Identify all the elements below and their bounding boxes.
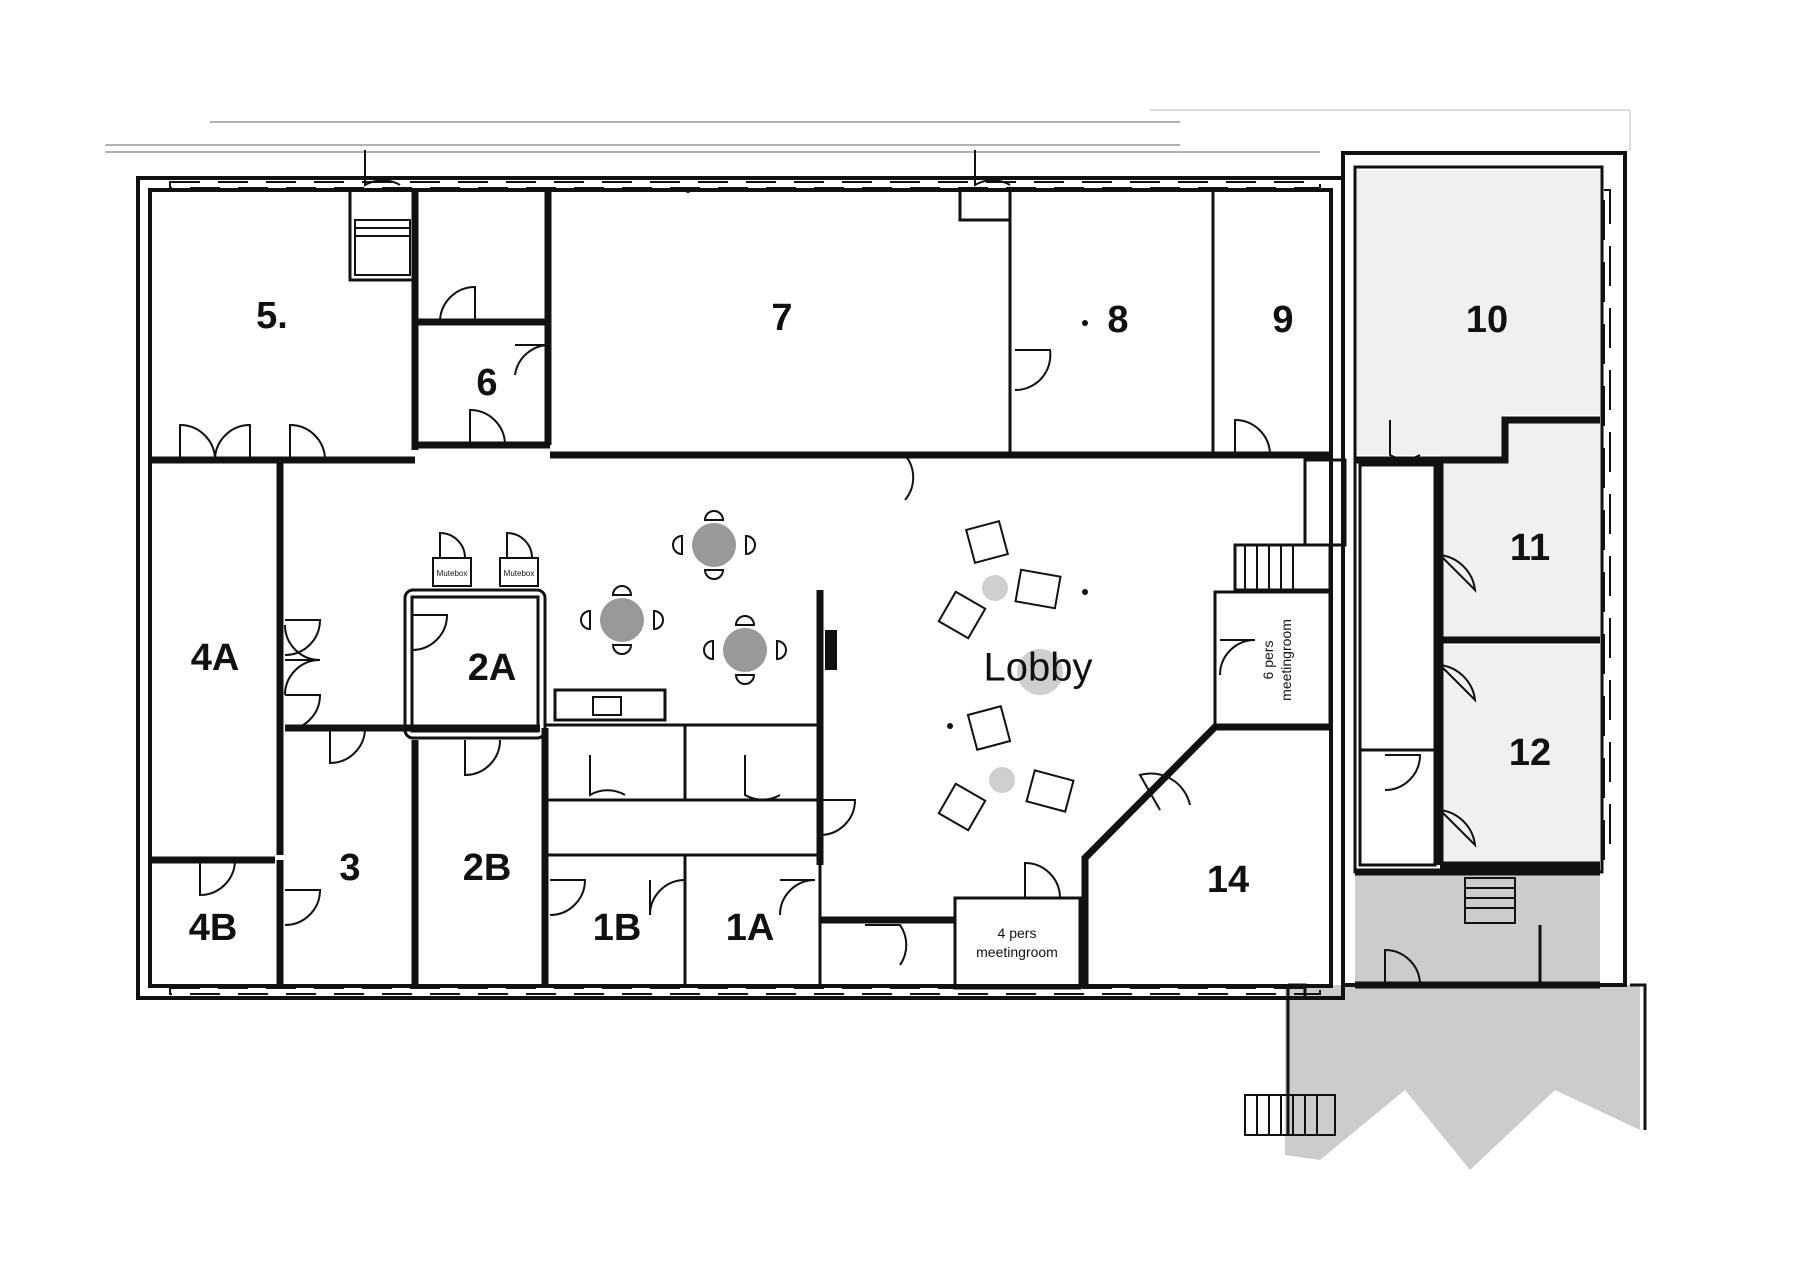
cafe-table-2 [600,598,644,642]
mutebox-2: Mutebox [499,531,539,587]
room-14-label: 14 [1207,859,1249,901]
room-1b-label: 1B [593,907,642,949]
window-row-bottom [169,987,1321,995]
room-11-fill [1440,420,1600,640]
lobby-lounge [685,187,1088,832]
six-pers-line2: meetingroom [1278,619,1294,701]
doors [179,150,1477,986]
room-2b-label: 2B [463,847,512,889]
room-10-fill [1355,170,1600,455]
mutebox-1: Mutebox [432,531,472,587]
lobby-label: Lobby [984,646,1093,690]
window-row-top [169,181,1321,189]
room-labels: 5. 6 7 8 9 10 11 12 4A 2A 4B 3 2B 1B 1A … [189,295,1551,949]
room-5-label: 5. [256,295,288,337]
room-7-label: 7 [771,297,792,339]
main-building-inner [148,188,1333,988]
room-2a-label: 2A [468,647,517,689]
roof-outline [105,109,1631,153]
room-11-label: 11 [1510,527,1550,569]
stairs [354,219,1516,1136]
cafe-table-3 [723,628,767,672]
six-pers-line1: 6 pers [1260,641,1276,680]
room-10-label: 10 [1466,299,1508,341]
four-pers-line2: meetingroom [976,944,1058,960]
room-6-label: 6 [476,362,497,404]
cafe-tables [580,510,837,716]
entrance-fill [1285,875,1640,1170]
mutebox-1-label: Mutebox [437,569,468,578]
four-pers-line1: 4 pers [998,925,1037,941]
room-12-label: 12 [1509,732,1551,774]
cafe-table-1 [692,523,736,567]
mutebox-2-label: Mutebox [504,569,535,578]
room-3-label: 3 [339,847,360,889]
shaded-rooms [1285,170,1640,1170]
window-row-east [1603,189,1611,861]
room-1a-label: 1A [726,907,775,949]
room-4a-label: 4A [191,637,240,679]
lobby-table-center [1017,649,1063,695]
main-building-outer [136,176,1345,1000]
meeting-room-labels: 6 pers meetingroom 4 pers meetingroom [976,619,1294,960]
room-4b-label: 4B [189,907,238,949]
room-12-fill [1440,645,1600,865]
room-9-label: 9 [1272,299,1293,341]
room-8-label: 8 [1107,299,1128,341]
